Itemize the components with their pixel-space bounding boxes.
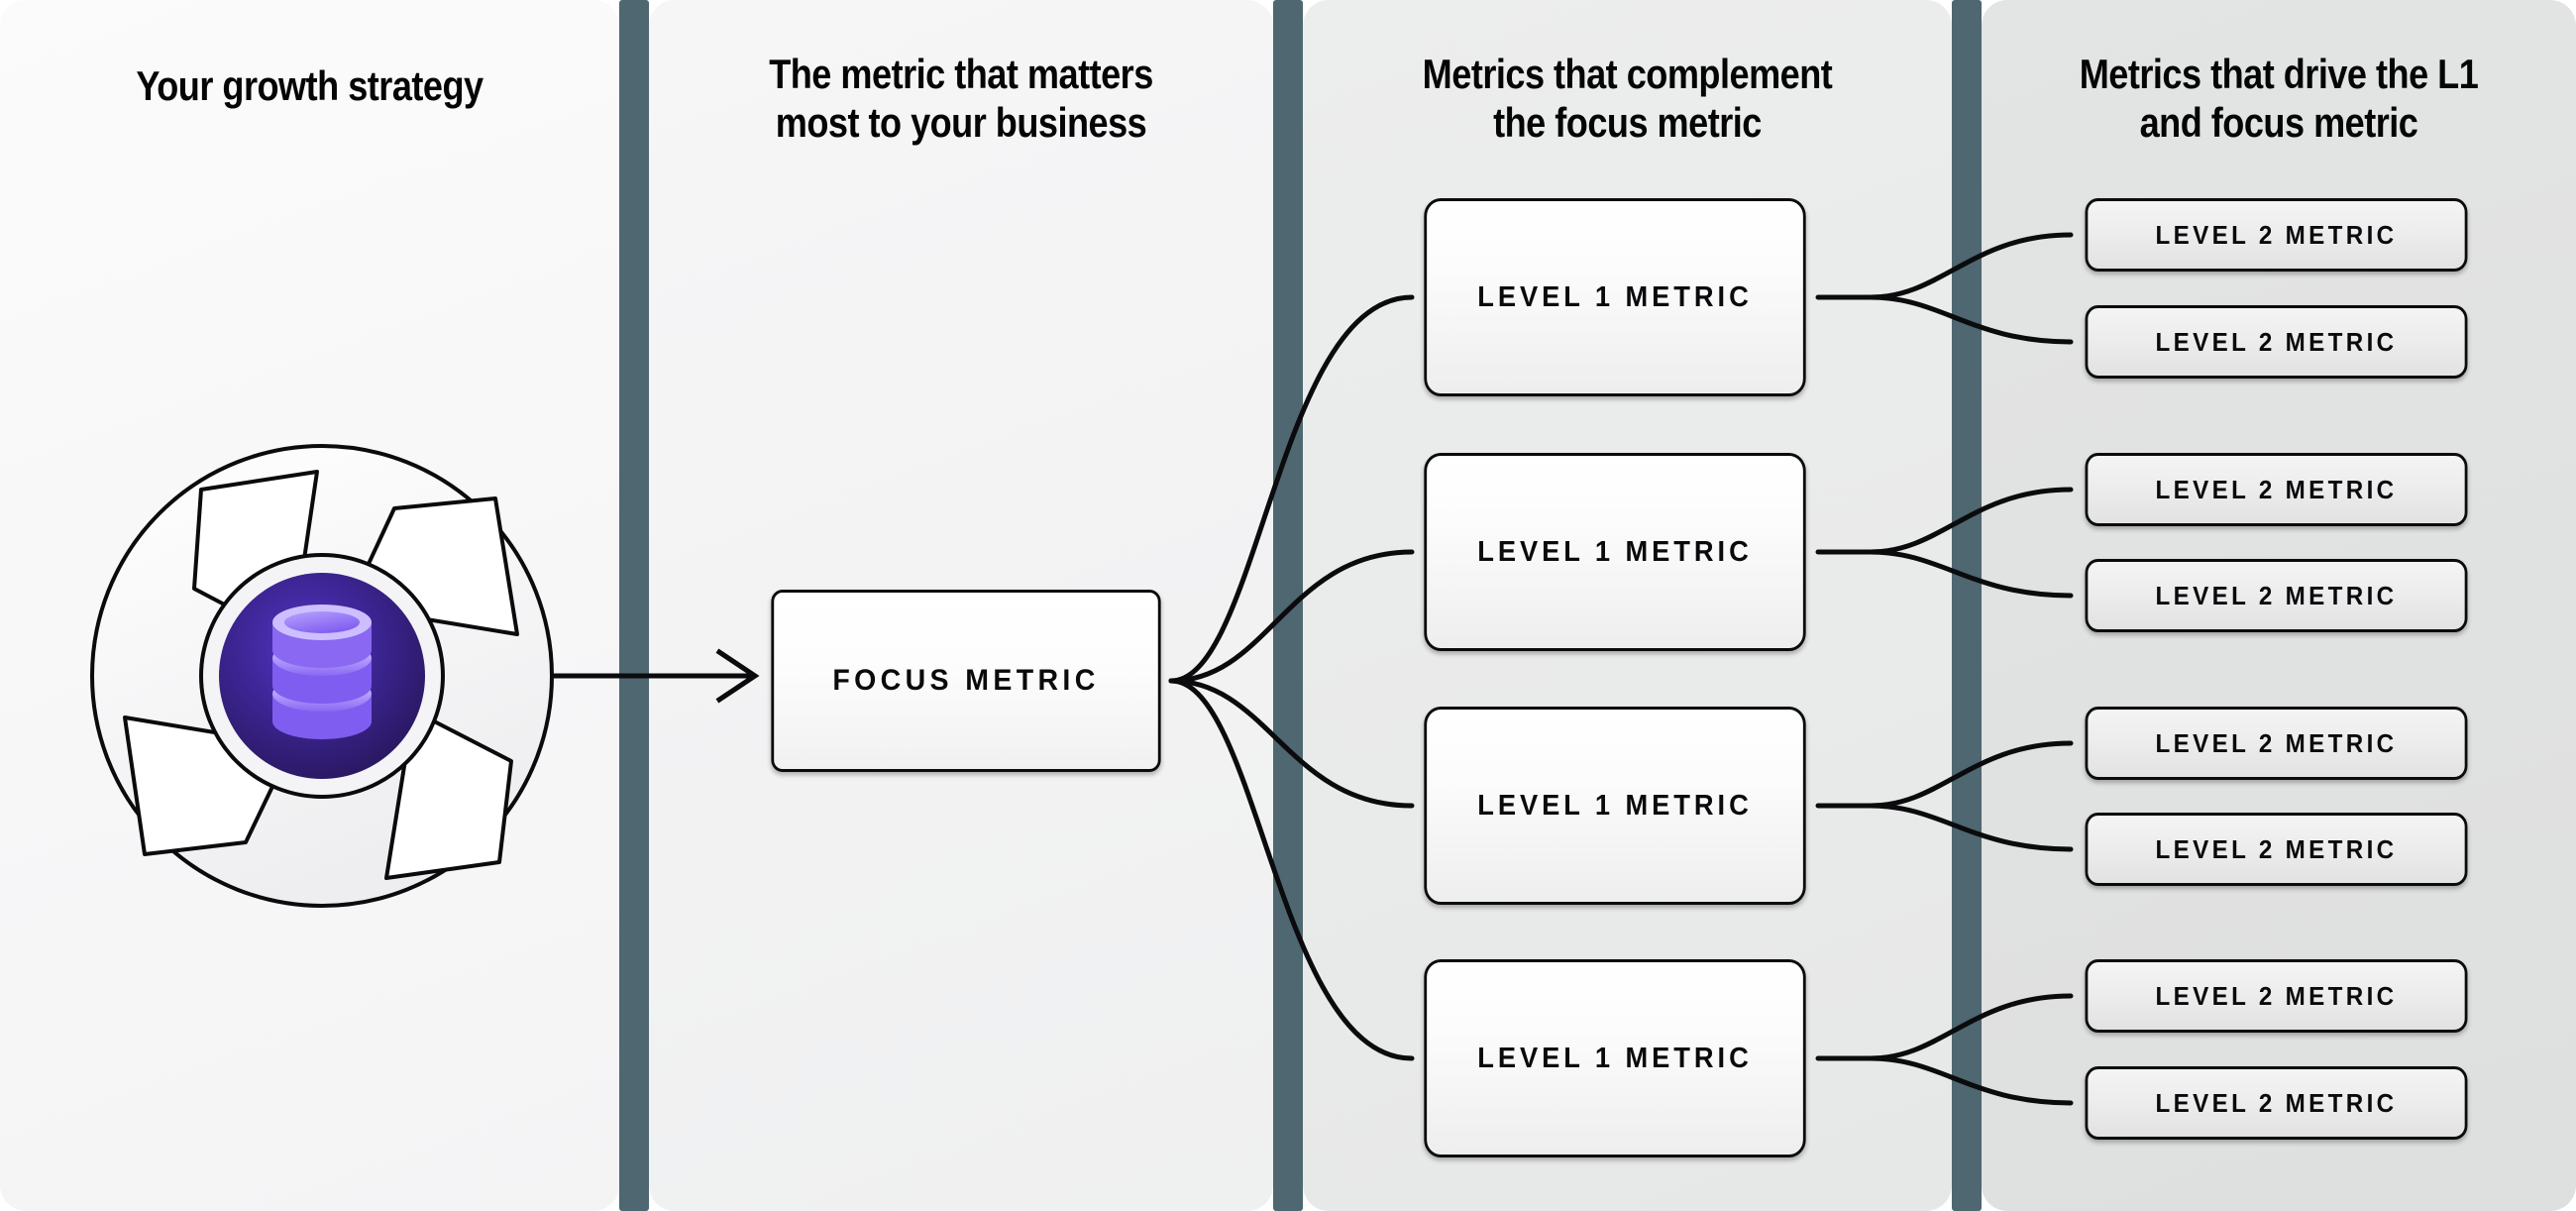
focus-metric-box[interactable]: FOCUS METRIC [771, 590, 1161, 772]
level-1-metric-box[interactable]: LEVEL 1 METRIC [1424, 198, 1806, 396]
level-1-metric-label: LEVEL 1 METRIC [1477, 789, 1753, 822]
level-2-metric-box[interactable]: LEVEL 2 METRIC [2085, 453, 2468, 526]
level-1-metric-box[interactable]: LEVEL 1 METRIC [1424, 959, 1806, 1157]
level-2-metric-box[interactable]: LEVEL 2 METRIC [2085, 559, 2468, 632]
level-1-metric-label: LEVEL 1 METRIC [1477, 535, 1753, 568]
level-1-metric-box[interactable]: LEVEL 1 METRIC [1424, 707, 1806, 905]
level-2-metric-label: LEVEL 2 METRIC [2155, 580, 2398, 610]
level-1-metric-box[interactable]: LEVEL 1 METRIC [1424, 453, 1806, 651]
column-divider-2 [1273, 0, 1303, 1211]
level-2-metric-label: LEVEL 2 METRIC [2155, 1087, 2398, 1118]
focus-metric-label: FOCUS METRIC [832, 664, 1100, 697]
level-2-metric-label: LEVEL 2 METRIC [2155, 727, 2398, 758]
level-2-metric-label: LEVEL 2 METRIC [2155, 326, 2398, 357]
column-divider-1 [619, 0, 649, 1211]
level-2-metric-box[interactable]: LEVEL 2 METRIC [2085, 305, 2468, 379]
column-divider-3 [1952, 0, 1982, 1211]
level-2-metric-box[interactable]: LEVEL 2 METRIC [2085, 1066, 2468, 1140]
level-2-metric-label: LEVEL 2 METRIC [2155, 833, 2398, 864]
level-1-metric-label: LEVEL 1 METRIC [1477, 280, 1753, 313]
level-2-metric-label: LEVEL 2 METRIC [2155, 980, 2398, 1011]
level-2-metric-label: LEVEL 2 METRIC [2155, 474, 2398, 504]
level-2-metric-box[interactable]: LEVEL 2 METRIC [2085, 198, 2468, 272]
level-1-metric-label: LEVEL 1 METRIC [1477, 1042, 1753, 1074]
column-panel-growth-strategy [0, 0, 619, 1211]
level-2-metric-box[interactable]: LEVEL 2 METRIC [2085, 707, 2468, 780]
level-2-metric-box[interactable]: LEVEL 2 METRIC [2085, 813, 2468, 886]
level-2-metric-label: LEVEL 2 METRIC [2155, 219, 2398, 250]
level-2-metric-box[interactable]: LEVEL 2 METRIC [2085, 959, 2468, 1033]
